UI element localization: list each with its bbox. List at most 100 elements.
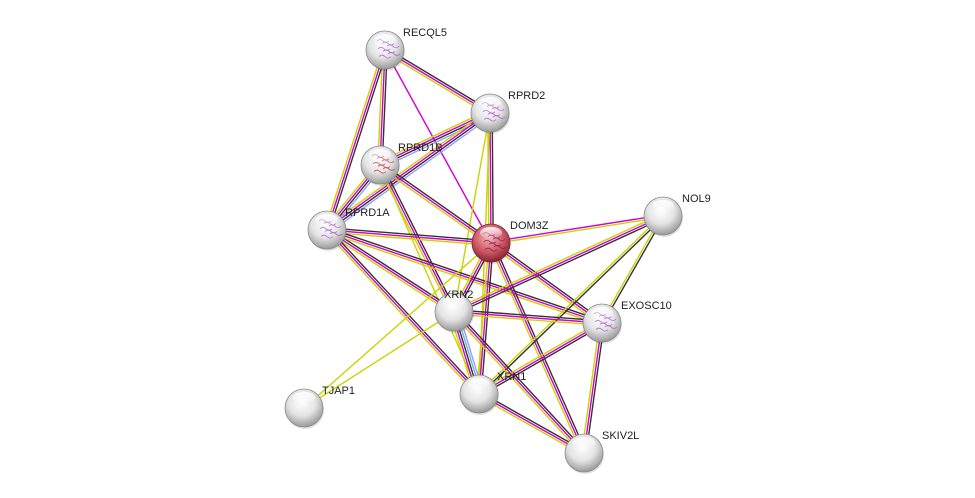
node-xrn1[interactable]: XRN1	[459, 371, 526, 415]
edge-line-coexpression	[491, 240, 604, 322]
edge-dom3z-nol9[interactable]	[490, 214, 664, 245]
edge-line-experiments	[379, 111, 490, 165]
node-highlight	[293, 392, 315, 404]
edge-line-text-mining	[378, 109, 489, 163]
edge-line-text-mining	[477, 320, 602, 393]
node-recql5[interactable]: RECQL5	[365, 27, 447, 71]
edge-dom3z-skiv2l[interactable]	[488, 241, 587, 455]
node-label: RPRD1B	[398, 142, 443, 154]
edge-recql5-rprd1a[interactable]	[324, 49, 388, 231]
edge-line-experiments	[478, 322, 603, 395]
edge-line-text-mining	[451, 313, 583, 455]
edge-line-coexpression	[602, 216, 665, 324]
edge-rprd1a-dom3z[interactable]	[326, 227, 492, 246]
edge-recql5-rprd2[interactable]	[383, 47, 492, 116]
edge-line-text-mining	[581, 322, 601, 453]
edge-rprd2-dom3z[interactable]	[487, 112, 494, 244]
edge-line-text-mining	[488, 243, 583, 455]
edge-line-experiments	[489, 112, 492, 244]
edge-line-coexpression	[454, 309, 603, 322]
node-exosc10[interactable]: EXOSC10	[582, 300, 672, 344]
node-label: DOM3Z	[510, 220, 549, 232]
edge-rprd1a-xrn1[interactable]	[324, 228, 482, 396]
node-skiv2l[interactable]: SKIV2L	[564, 430, 639, 474]
node-rprd1a[interactable]: RPRD1A	[307, 207, 390, 251]
edge-line-experiments	[490, 242, 585, 454]
node-tjap1[interactable]: TJAP1	[284, 385, 355, 429]
edge-line-experiments	[326, 229, 480, 395]
edge-line-text-mining	[324, 109, 489, 228]
node-highlight	[316, 214, 338, 226]
edge-line-text-mining	[324, 49, 384, 230]
edge-nol9-xrn2[interactable]	[452, 213, 665, 315]
node-highlight	[479, 97, 501, 109]
edge-line-experiments	[453, 215, 664, 313]
edge-line-coexpression	[491, 112, 494, 243]
edge-xrn2-skiv2l[interactable]	[451, 310, 587, 455]
edge-nol9-xrn1[interactable]	[477, 214, 665, 396]
edge-line-text-mining	[452, 213, 663, 311]
edge-line-text-mining	[378, 166, 491, 246]
edge-line-text-mining	[476, 242, 490, 394]
edge-line-text-mining	[303, 311, 455, 409]
edge-line-coexpression	[585, 323, 605, 454]
edge-line-coexpression	[328, 50, 388, 231]
edge-line-text-mining	[303, 242, 492, 409]
edge-line-text-mining	[477, 214, 663, 394]
edge-line-coexpression	[454, 217, 665, 315]
node-xrn2[interactable]: XRN2	[434, 289, 474, 333]
edge-line-text-mining	[383, 51, 490, 116]
edge-line-text-mining	[489, 244, 602, 326]
node-highlight	[468, 378, 490, 390]
edge-rprd1a-exosc10[interactable]	[326, 227, 603, 326]
edge-line-text-mining	[477, 395, 584, 456]
edge-line-coexpression	[479, 391, 586, 452]
node-highlight	[480, 227, 502, 239]
edge-line-text-mining	[453, 112, 491, 313]
node-highlight	[374, 34, 396, 46]
node-dom3z[interactable]: DOM3Z	[471, 220, 549, 264]
edge-dom3z-xrn1[interactable]	[476, 242, 494, 395]
edge-line-homology	[328, 115, 493, 234]
edge-dom3z-exosc10[interactable]	[489, 240, 604, 326]
edge-line-coexpression	[327, 227, 492, 242]
node-label: TJAP1	[322, 385, 355, 397]
edge-line-experiments	[478, 242, 492, 395]
edge-line-experiments	[453, 311, 603, 324]
node-label: XRN1	[497, 371, 526, 383]
node-highlight	[369, 149, 391, 161]
edge-rprd2-xrn2[interactable]	[453, 112, 491, 313]
edge-line-experiments	[326, 229, 492, 244]
edge-xrn1-skiv2l[interactable]	[477, 391, 586, 456]
edge-exosc10-xrn1[interactable]	[477, 320, 604, 397]
edge-line-coexpression	[479, 216, 665, 396]
edge-line-coexpression	[380, 162, 493, 242]
edge-line-text-mining	[453, 313, 602, 326]
edge-dom3z-tjap1[interactable]	[303, 242, 492, 409]
edge-xrn2-exosc10[interactable]	[453, 309, 603, 326]
edge-line-experiments	[326, 229, 455, 313]
node-rprd2[interactable]: RPRD2	[470, 90, 545, 134]
edge-rprd1b-dom3z[interactable]	[378, 162, 493, 246]
node-highlight	[573, 437, 595, 449]
edge-rprd1a-xrn2[interactable]	[325, 227, 456, 315]
node-rprd1b[interactable]: RPRD1B	[360, 142, 443, 186]
edge-line-experiments	[478, 393, 585, 454]
node-label: NOL9	[682, 193, 711, 205]
node-label: EXOSC10	[621, 300, 672, 312]
edge-rprd2-rprd1a[interactable]	[324, 109, 493, 234]
edge-line-experiments	[490, 242, 603, 324]
node-label: XRN2	[444, 289, 473, 301]
edge-line-coexpression	[455, 310, 587, 452]
node-label: RPRD1A	[345, 207, 390, 219]
edge-xrn2-tjap1[interactable]	[303, 311, 455, 409]
edge-line-experiments	[490, 214, 663, 243]
edge-exosc10-skiv2l[interactable]	[581, 322, 605, 454]
edge-line-text-mining	[326, 231, 602, 326]
node-nol9[interactable]: NOL9	[643, 193, 711, 237]
edge-nol9-exosc10[interactable]	[600, 215, 665, 324]
edges-layer	[303, 47, 665, 456]
edge-line-experiments	[384, 49, 491, 114]
